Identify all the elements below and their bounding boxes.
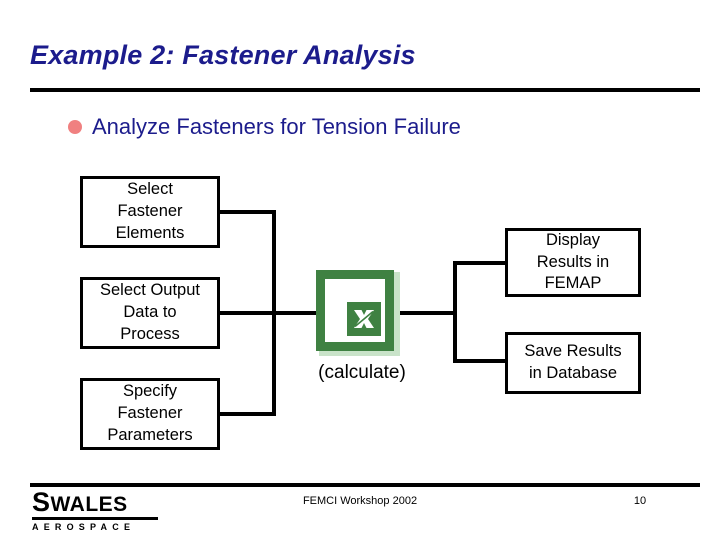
bullet-item-label: Analyze Fasteners for Tension Failure xyxy=(92,114,461,139)
flow-box-select-output-data: Select Output Data to Process xyxy=(80,277,220,349)
logo-wordmark: SWALES xyxy=(32,489,158,516)
excel-processor-node xyxy=(316,270,400,356)
connector-input-to-processor xyxy=(272,311,324,315)
swales-aerospace-logo: SWALES AEROSPACE xyxy=(32,489,158,532)
logo-initial: S xyxy=(32,487,51,517)
excel-icon xyxy=(316,270,394,351)
bullet-item: Analyze Fasteners for Tension Failure xyxy=(68,114,461,140)
processor-caption: (calculate) xyxy=(318,362,406,383)
connector-input-1-stub xyxy=(218,210,276,214)
logo-underline xyxy=(32,517,158,520)
connector-input-2-stub xyxy=(218,311,276,315)
footer-page-number: 10 xyxy=(633,495,647,507)
flow-box-select-fastener-elements: Select Fastener Elements xyxy=(80,176,220,248)
connector-processor-to-output-bus xyxy=(398,311,457,315)
logo-subtitle: AEROSPACE xyxy=(32,522,136,532)
page-title: Example 2: Fastener Analysis xyxy=(30,40,416,70)
logo-wordmark-rest: WALES xyxy=(50,493,128,516)
title-divider xyxy=(30,88,700,92)
footer-divider xyxy=(30,483,700,487)
connector-output-2-stub xyxy=(453,359,507,363)
connector-output-bus xyxy=(453,261,457,363)
connector-output-1-stub xyxy=(453,261,507,265)
flow-box-display-results-in-femap: Display Results in FEMAP xyxy=(505,228,641,297)
connector-input-3-stub xyxy=(218,412,276,416)
flow-box-save-results-in-database: Save Results in Database xyxy=(505,332,641,394)
excel-x-glyph-icon xyxy=(347,302,381,336)
footer-center-text: FEMCI Workshop 2002 xyxy=(302,495,418,507)
bullet-marker-icon xyxy=(68,120,82,134)
flow-box-specify-fastener-parameters: Specify Fastener Parameters xyxy=(80,378,220,450)
